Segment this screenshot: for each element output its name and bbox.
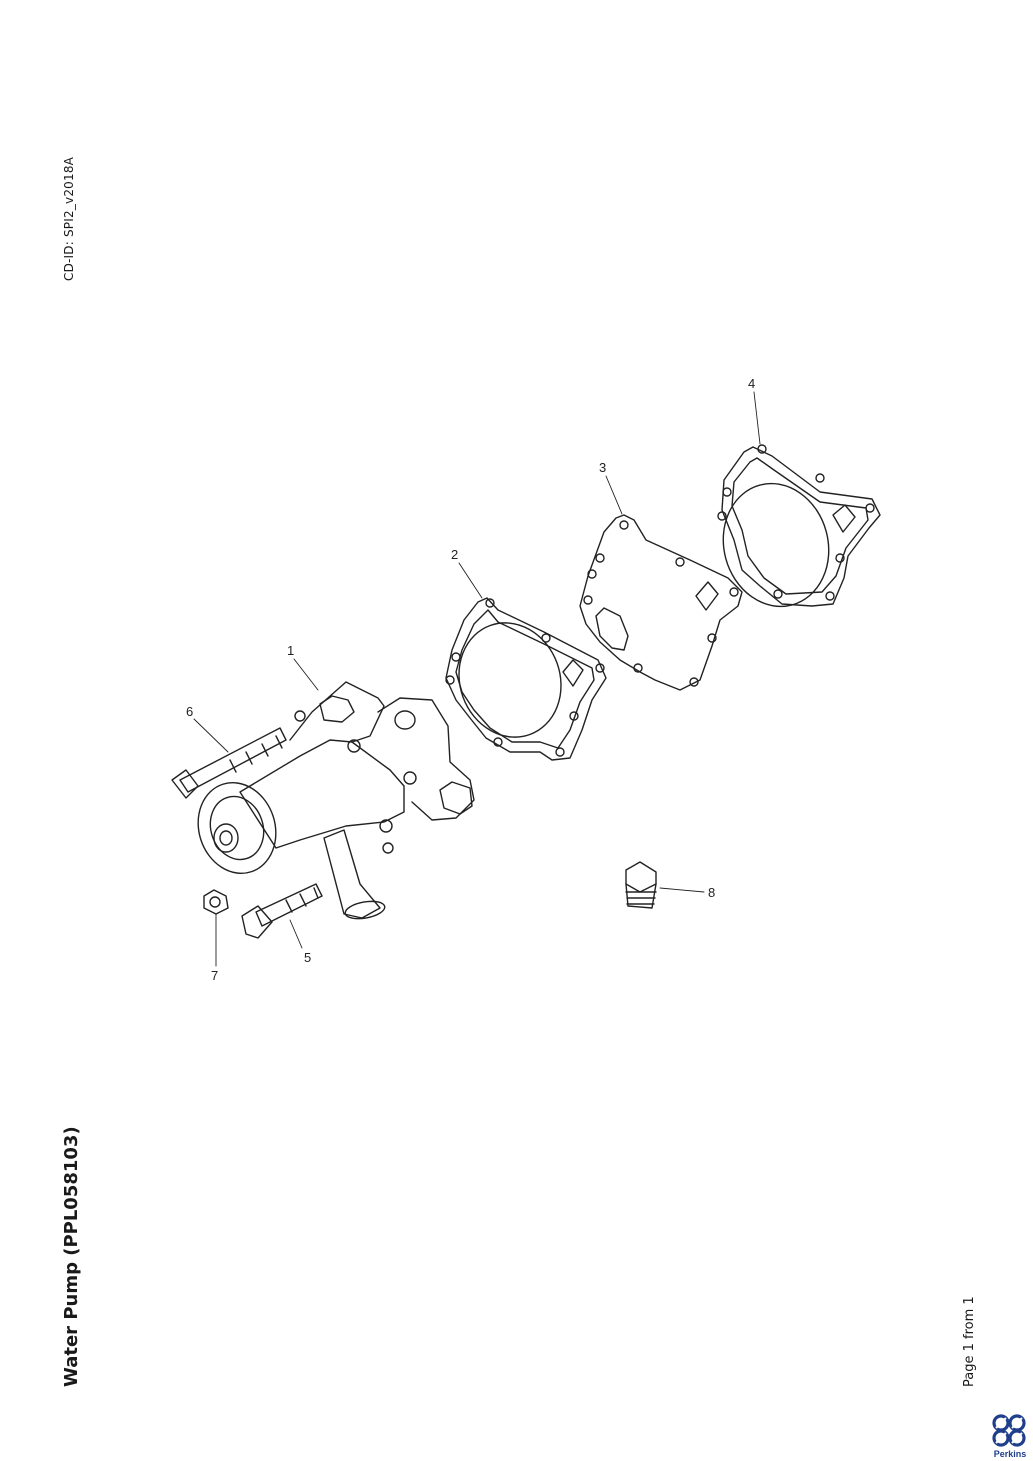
brand-name: Perkins (993, 1449, 1027, 1459)
water-pump-part-1 (197, 681, 475, 920)
callout-2: 2 (451, 547, 458, 562)
bolt-part-5 (241, 883, 323, 939)
plate-part-3 (579, 514, 743, 691)
callout-4: 4 (748, 376, 755, 391)
callout-1: 1 (287, 643, 294, 658)
gasket-part-2 (445, 597, 607, 761)
gasket-part-4 (717, 444, 881, 608)
callout-5: 5 (304, 950, 311, 965)
perkins-logo-icon (992, 1414, 1026, 1447)
nut-part-7 (203, 889, 229, 915)
callout-3: 3 (599, 460, 606, 475)
plug-part-8 (625, 861, 657, 909)
callout-6: 6 (186, 704, 193, 719)
bolt-part-6 (171, 727, 287, 799)
callout-8: 8 (708, 885, 715, 900)
callout-7: 7 (211, 968, 218, 983)
